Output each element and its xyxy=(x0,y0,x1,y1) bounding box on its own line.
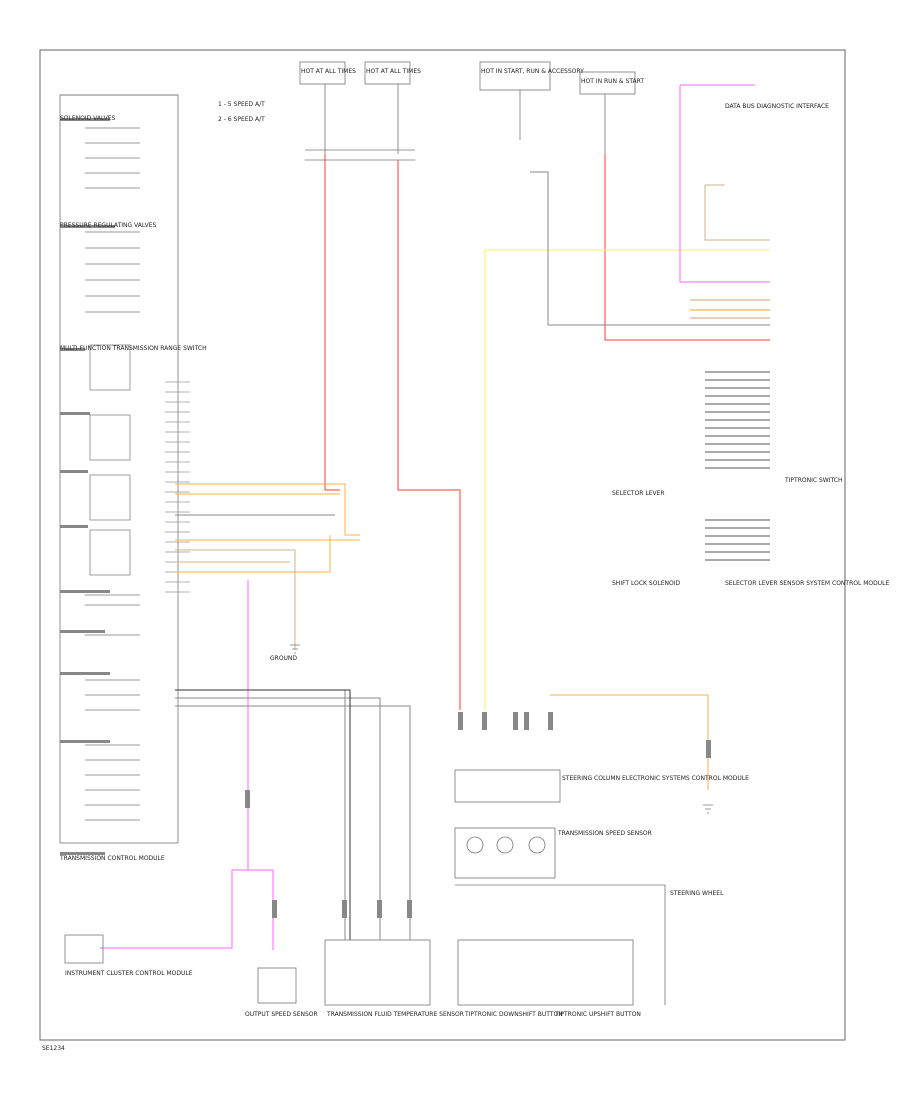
label-selector-sensor: SELECTOR LEVER SENSOR SYSTEM CONTROL MOD… xyxy=(725,580,889,587)
label-solenoids: SOLENOID VALVES xyxy=(60,115,116,122)
label-ground: GROUND xyxy=(270,655,297,662)
diagram-frame xyxy=(39,49,846,1041)
label-fluid-temp: TRANSMISSION FLUID TEMPERATURE SENSOR xyxy=(326,1011,464,1018)
tcm-box xyxy=(59,94,179,844)
orange-wire xyxy=(175,483,709,790)
label-tiptronic: TIPTRONIC SWITCH xyxy=(784,477,843,484)
fuse-block-group xyxy=(299,61,636,161)
gray-wire xyxy=(175,171,770,940)
label-output-speed: OUTPUT SPEED SENSOR xyxy=(245,1011,318,1018)
legend-line-1: 1 - 5 SPEED A/T xyxy=(218,101,265,108)
legend-line-2: 2 - 6 SPEED A/T xyxy=(218,116,265,123)
label-tiptronic-up: TIPTRONIC UPSHIFT BUTTON xyxy=(554,1011,641,1018)
left-pin-labels xyxy=(60,118,115,855)
fuse-label-1: HOT AT ALL TIMES xyxy=(301,68,356,75)
fuse-label-2: HOT AT ALL TIMES xyxy=(366,68,421,75)
left-switch-group xyxy=(85,127,140,821)
black-wire xyxy=(175,689,351,940)
label-tcm: TRANSMISSION CONTROL MODULE xyxy=(59,855,165,862)
fuse-label-3: HOT IN START, RUN & ACCESSORY xyxy=(481,68,584,75)
yellow-wire xyxy=(484,249,770,710)
right-connector-pins xyxy=(705,371,770,561)
label-shift-lock: SHIFT LOCK SOLENOID xyxy=(612,580,681,587)
label-selector-lever: SELECTOR LEVER xyxy=(612,490,665,497)
sensor-circles xyxy=(466,836,546,854)
red-wire xyxy=(324,154,770,710)
bottom-connector-pins xyxy=(245,712,711,918)
label-multi-function: MULTI-FUNCTION TRANSMISSION RANGE SWITCH xyxy=(60,345,207,352)
label-pressure-regulator: PRESSURE REGULATING VALVES xyxy=(60,222,156,229)
label-steering-module: STEERING COLUMN ELECTRONIC SYSTEMS CONTR… xyxy=(562,775,749,782)
label-trans-speed: TRANSMISSION SPEED SENSOR xyxy=(557,830,652,837)
label-steering-wheel: STEERING WHEEL xyxy=(670,890,724,897)
label-instrument-cluster: INSTRUMENT CLUSTER CONTROL MODULE xyxy=(65,970,193,977)
right-bundle-colored xyxy=(690,299,770,319)
ground-icon xyxy=(290,644,713,814)
tcm-connector-pins xyxy=(165,381,190,593)
fuse-label-4: HOT IN RUN & START xyxy=(581,78,644,85)
tan-wire xyxy=(175,184,770,650)
label-data-bus: DATA BUS DIAGNOSTIC INTERFACE xyxy=(725,103,829,110)
bottom-modules xyxy=(64,769,666,1006)
label-tiptronic-down: TIPTRONIC DOWNSHIFT BUTTON xyxy=(464,1011,563,1018)
page-id: SE1234 xyxy=(42,1045,65,1052)
pink-wire xyxy=(100,84,770,950)
